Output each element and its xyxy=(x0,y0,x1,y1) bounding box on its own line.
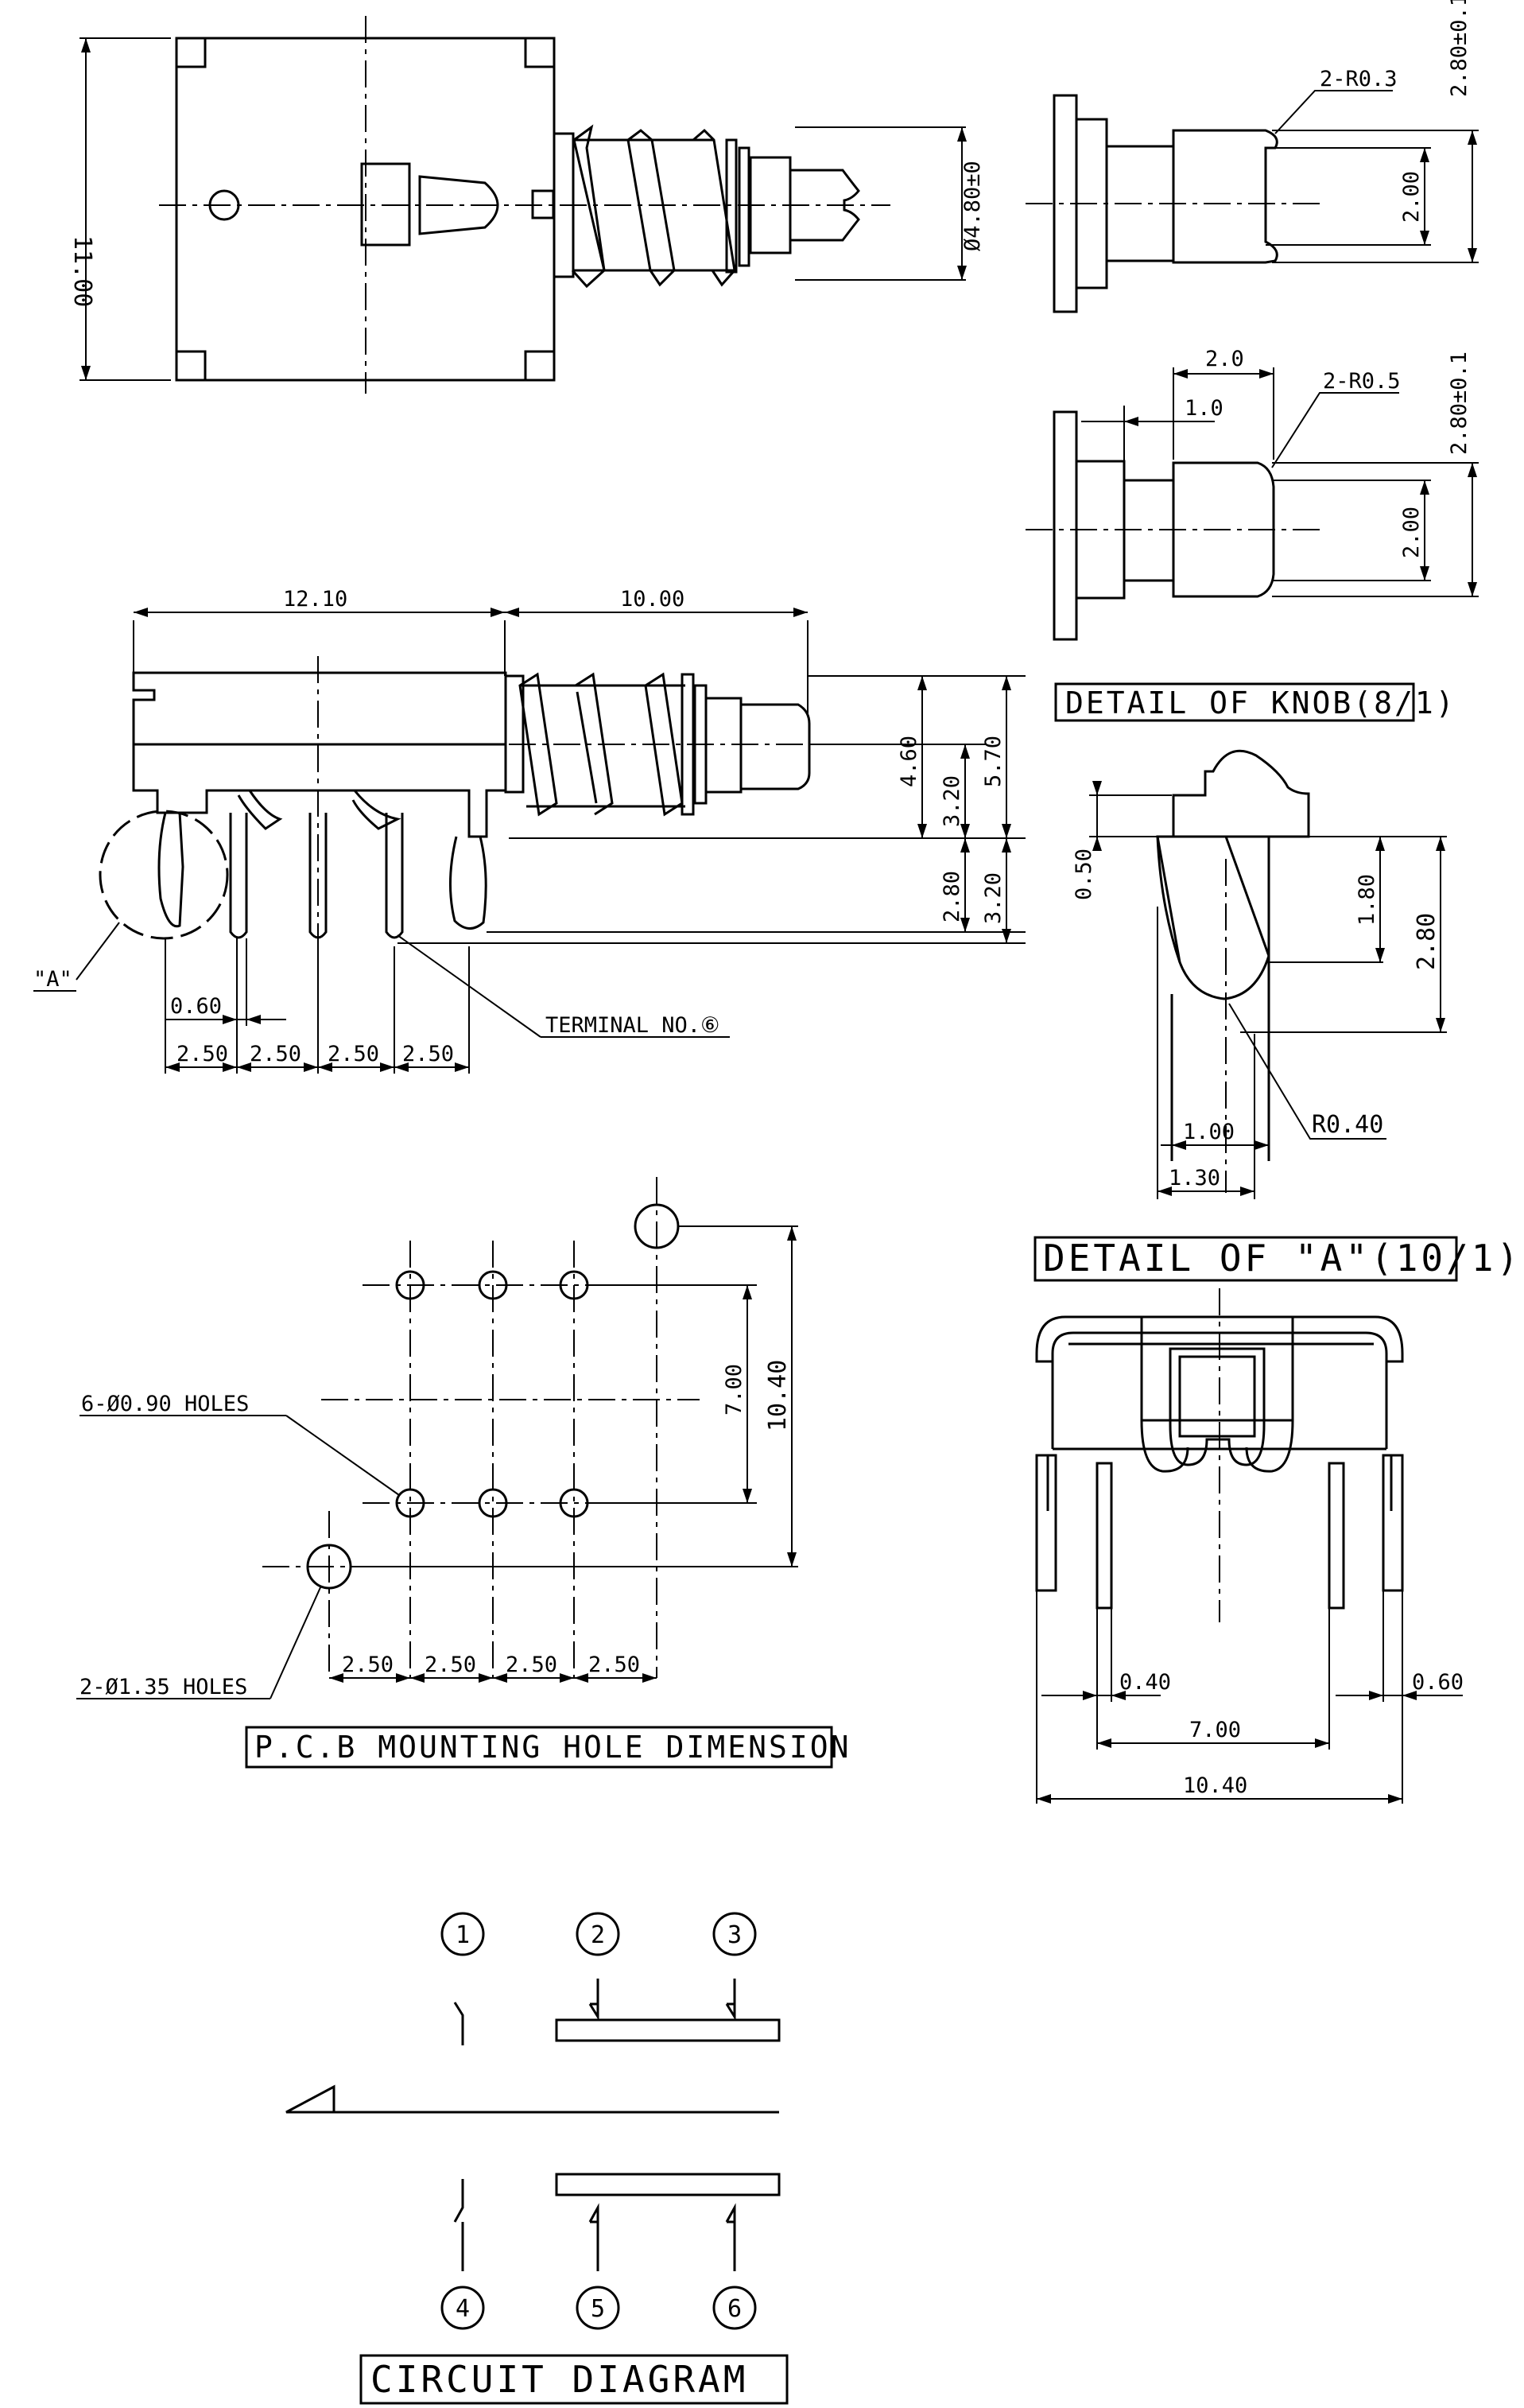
side-pitch-2: 2.50 xyxy=(250,1042,301,1066)
pcb-pitch-4: 2.50 xyxy=(588,1653,640,1677)
side-pitch-3: 2.50 xyxy=(328,1042,379,1066)
knob2-outer-dim: 2.80±0.1 xyxy=(1447,351,1472,455)
detail-a-title: DETAIL OF "A"(10/1) xyxy=(1043,1237,1522,1280)
knob-detail-2: 2.0 1.0 2.00 2.80±0.1 2-R0.5 xyxy=(1026,347,1479,641)
pcb-pitch-2: 2.50 xyxy=(425,1653,476,1677)
front-view: 0.40 0.60 7.00 10.40 xyxy=(1035,1288,1464,1804)
circuit-diagram: 1 2 3 4 5 6 xyxy=(285,1912,781,2330)
detail-a: 0.50 1.80 2.80 1.00 1.30 R0.40 xyxy=(1072,749,1447,1199)
terminal-4: 4 xyxy=(440,2286,485,2330)
front-dim-060: 0.60 xyxy=(1412,1670,1464,1695)
side-pitch-1: 2.50 xyxy=(176,1042,228,1066)
detail-a-ref: "A" xyxy=(33,967,72,992)
detail-a-dim-280: 2.80 xyxy=(1413,913,1441,970)
terminal-6-label: 6 xyxy=(727,2295,742,2323)
dim-280: 2.80 xyxy=(940,871,964,922)
diameter-dim: Ø4.80±0 xyxy=(960,161,985,251)
terminal-1-label: 1 xyxy=(456,1921,470,1949)
knob-detail-1: 2.00 2.80±0.1 2-R0.3 xyxy=(1026,0,1479,313)
knob-title: DETAIL OF KNOB(8/1) xyxy=(1065,686,1456,720)
detail-a-dim-130: 1.30 xyxy=(1169,1166,1220,1190)
dim-320-top: 3.20 xyxy=(940,775,964,827)
terminal-1: 1 xyxy=(440,1912,485,1956)
pcb-dim-700: 7.00 xyxy=(722,1364,746,1416)
knob2-radius-label: 2-R0.5 xyxy=(1323,369,1401,394)
knob2-inner-dim: 2.00 xyxy=(1399,507,1424,558)
terminal-2-label: 2 xyxy=(591,1921,605,1949)
terminal-3: 3 xyxy=(712,1912,757,1956)
height-dim: 11.00 xyxy=(68,235,96,307)
detail-a-dim-180: 1.80 xyxy=(1355,874,1379,926)
front-dim-040: 0.40 xyxy=(1119,1670,1171,1695)
dim-570: 5.70 xyxy=(981,736,1006,787)
terminal-5-label: 5 xyxy=(591,2295,605,2323)
terminal-label: TERMINAL NO.⑥ xyxy=(545,1013,719,1038)
front-dim-700: 7.00 xyxy=(1189,1718,1241,1742)
terminal-6: 6 xyxy=(712,2286,757,2330)
pcb-title-box: P.C.B MOUNTING HOLE DIMENSION xyxy=(245,1726,851,1769)
side-pitch-4: 2.50 xyxy=(402,1042,454,1066)
detail-a-dim-050: 0.50 xyxy=(1072,849,1096,900)
pcb-holes-small: 6-Ø0.90 HOLES xyxy=(81,1392,249,1416)
pcb-dim-1040: 10.40 xyxy=(764,1360,792,1431)
pcb-layout: 7.00 10.40 6-Ø0.90 HOLES 2-Ø1.35 HOLES 2… xyxy=(76,1177,798,1699)
pcb-pitch-1: 2.50 xyxy=(342,1653,394,1677)
side-view: 12.10 10.00 "A" xyxy=(33,587,1026,1074)
plunger-length-dim: 10.00 xyxy=(620,587,684,612)
detail-a-title-box: DETAIL OF "A"(10/1) xyxy=(1033,1236,1522,1282)
knob2-width-label: 2.0 xyxy=(1205,347,1244,371)
knob1-inner-dim: 2.00 xyxy=(1399,171,1424,223)
terminal-3-label: 3 xyxy=(727,1921,742,1949)
top-view: Ø4.80±0 11.00 xyxy=(68,16,985,394)
dim-460: 4.60 xyxy=(897,736,921,787)
pcb-pitch-3: 2.50 xyxy=(506,1653,557,1677)
knob1-radius-label: 2-R0.3 xyxy=(1320,67,1398,91)
circuit-title-box: CIRCUIT DIAGRAM xyxy=(359,2354,789,2405)
knob-title-box: DETAIL OF KNOB(8/1) xyxy=(1054,682,1456,722)
circuit-title: CIRCUIT DIAGRAM xyxy=(370,2358,748,2401)
terminal-4-label: 4 xyxy=(456,2295,470,2323)
detail-a-radius: R0.40 xyxy=(1312,1111,1383,1139)
detail-a-dim-100: 1.00 xyxy=(1183,1120,1235,1144)
front-dim-1040: 10.40 xyxy=(1183,1773,1247,1798)
dim-320-bottom: 3.20 xyxy=(981,872,1006,924)
pcb-holes-large: 2-Ø1.35 HOLES xyxy=(79,1675,247,1699)
body-length-dim: 12.10 xyxy=(283,587,347,612)
knob2-step-label: 1.0 xyxy=(1185,396,1223,421)
terminal-5: 5 xyxy=(576,2286,620,2330)
pcb-title: P.C.B MOUNTING HOLE DIMENSION xyxy=(254,1730,851,1765)
knob1-outer-dim: 2.80±0.1 xyxy=(1447,0,1472,97)
pin-width-dim: 0.60 xyxy=(170,994,222,1019)
terminal-2: 2 xyxy=(576,1912,620,1956)
